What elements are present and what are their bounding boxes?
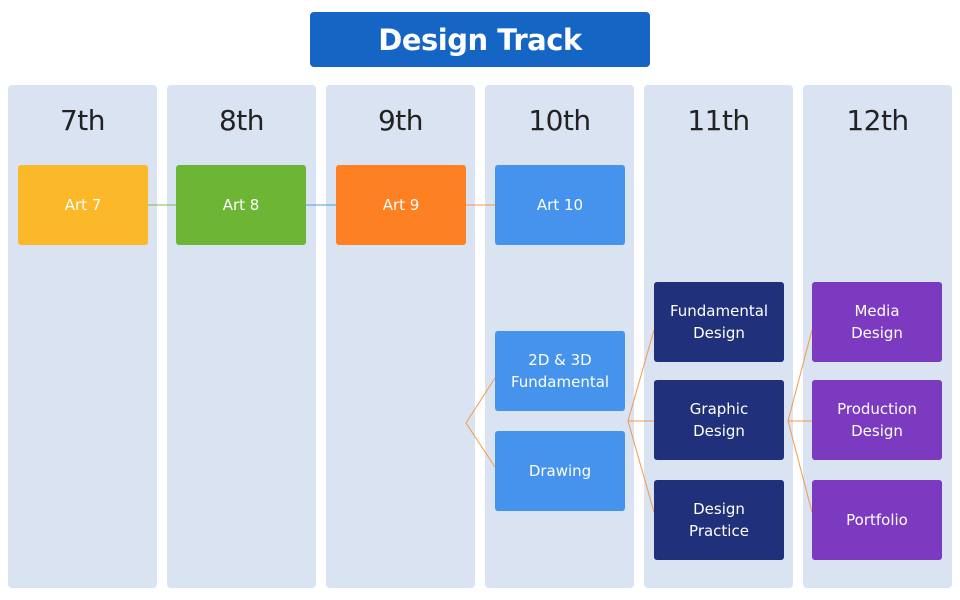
course-art-8: Art 8 — [176, 165, 306, 245]
course-art-10: Art 10 — [495, 165, 625, 245]
course-art-9: Art 9 — [336, 165, 466, 245]
grade-label-12: 12th — [846, 104, 909, 137]
course-fundamental-design: Fundamental Design — [654, 282, 784, 362]
course-graphic-design: Graphic Design — [654, 380, 784, 460]
course-art-7: Art 7 — [18, 165, 148, 245]
grade-label-10: 10th — [528, 104, 591, 137]
course-media-design: Media Design — [812, 282, 942, 362]
grade-label-7: 7th — [59, 104, 106, 137]
grade-label-11: 11th — [687, 104, 750, 137]
grade-label-9: 9th — [377, 104, 424, 137]
page-title: Design Track — [310, 12, 650, 67]
course-design-practice: Design Practice — [654, 480, 784, 560]
course-drawing: Drawing — [495, 431, 625, 511]
course-2d-3d-fundamental: 2D & 3D Fundamental — [495, 331, 625, 411]
course-production-design: Production Design — [812, 380, 942, 460]
grade-label-8: 8th — [218, 104, 265, 137]
connector-branch-10 — [465, 377, 496, 468]
course-portfolio: Portfolio — [812, 480, 942, 560]
